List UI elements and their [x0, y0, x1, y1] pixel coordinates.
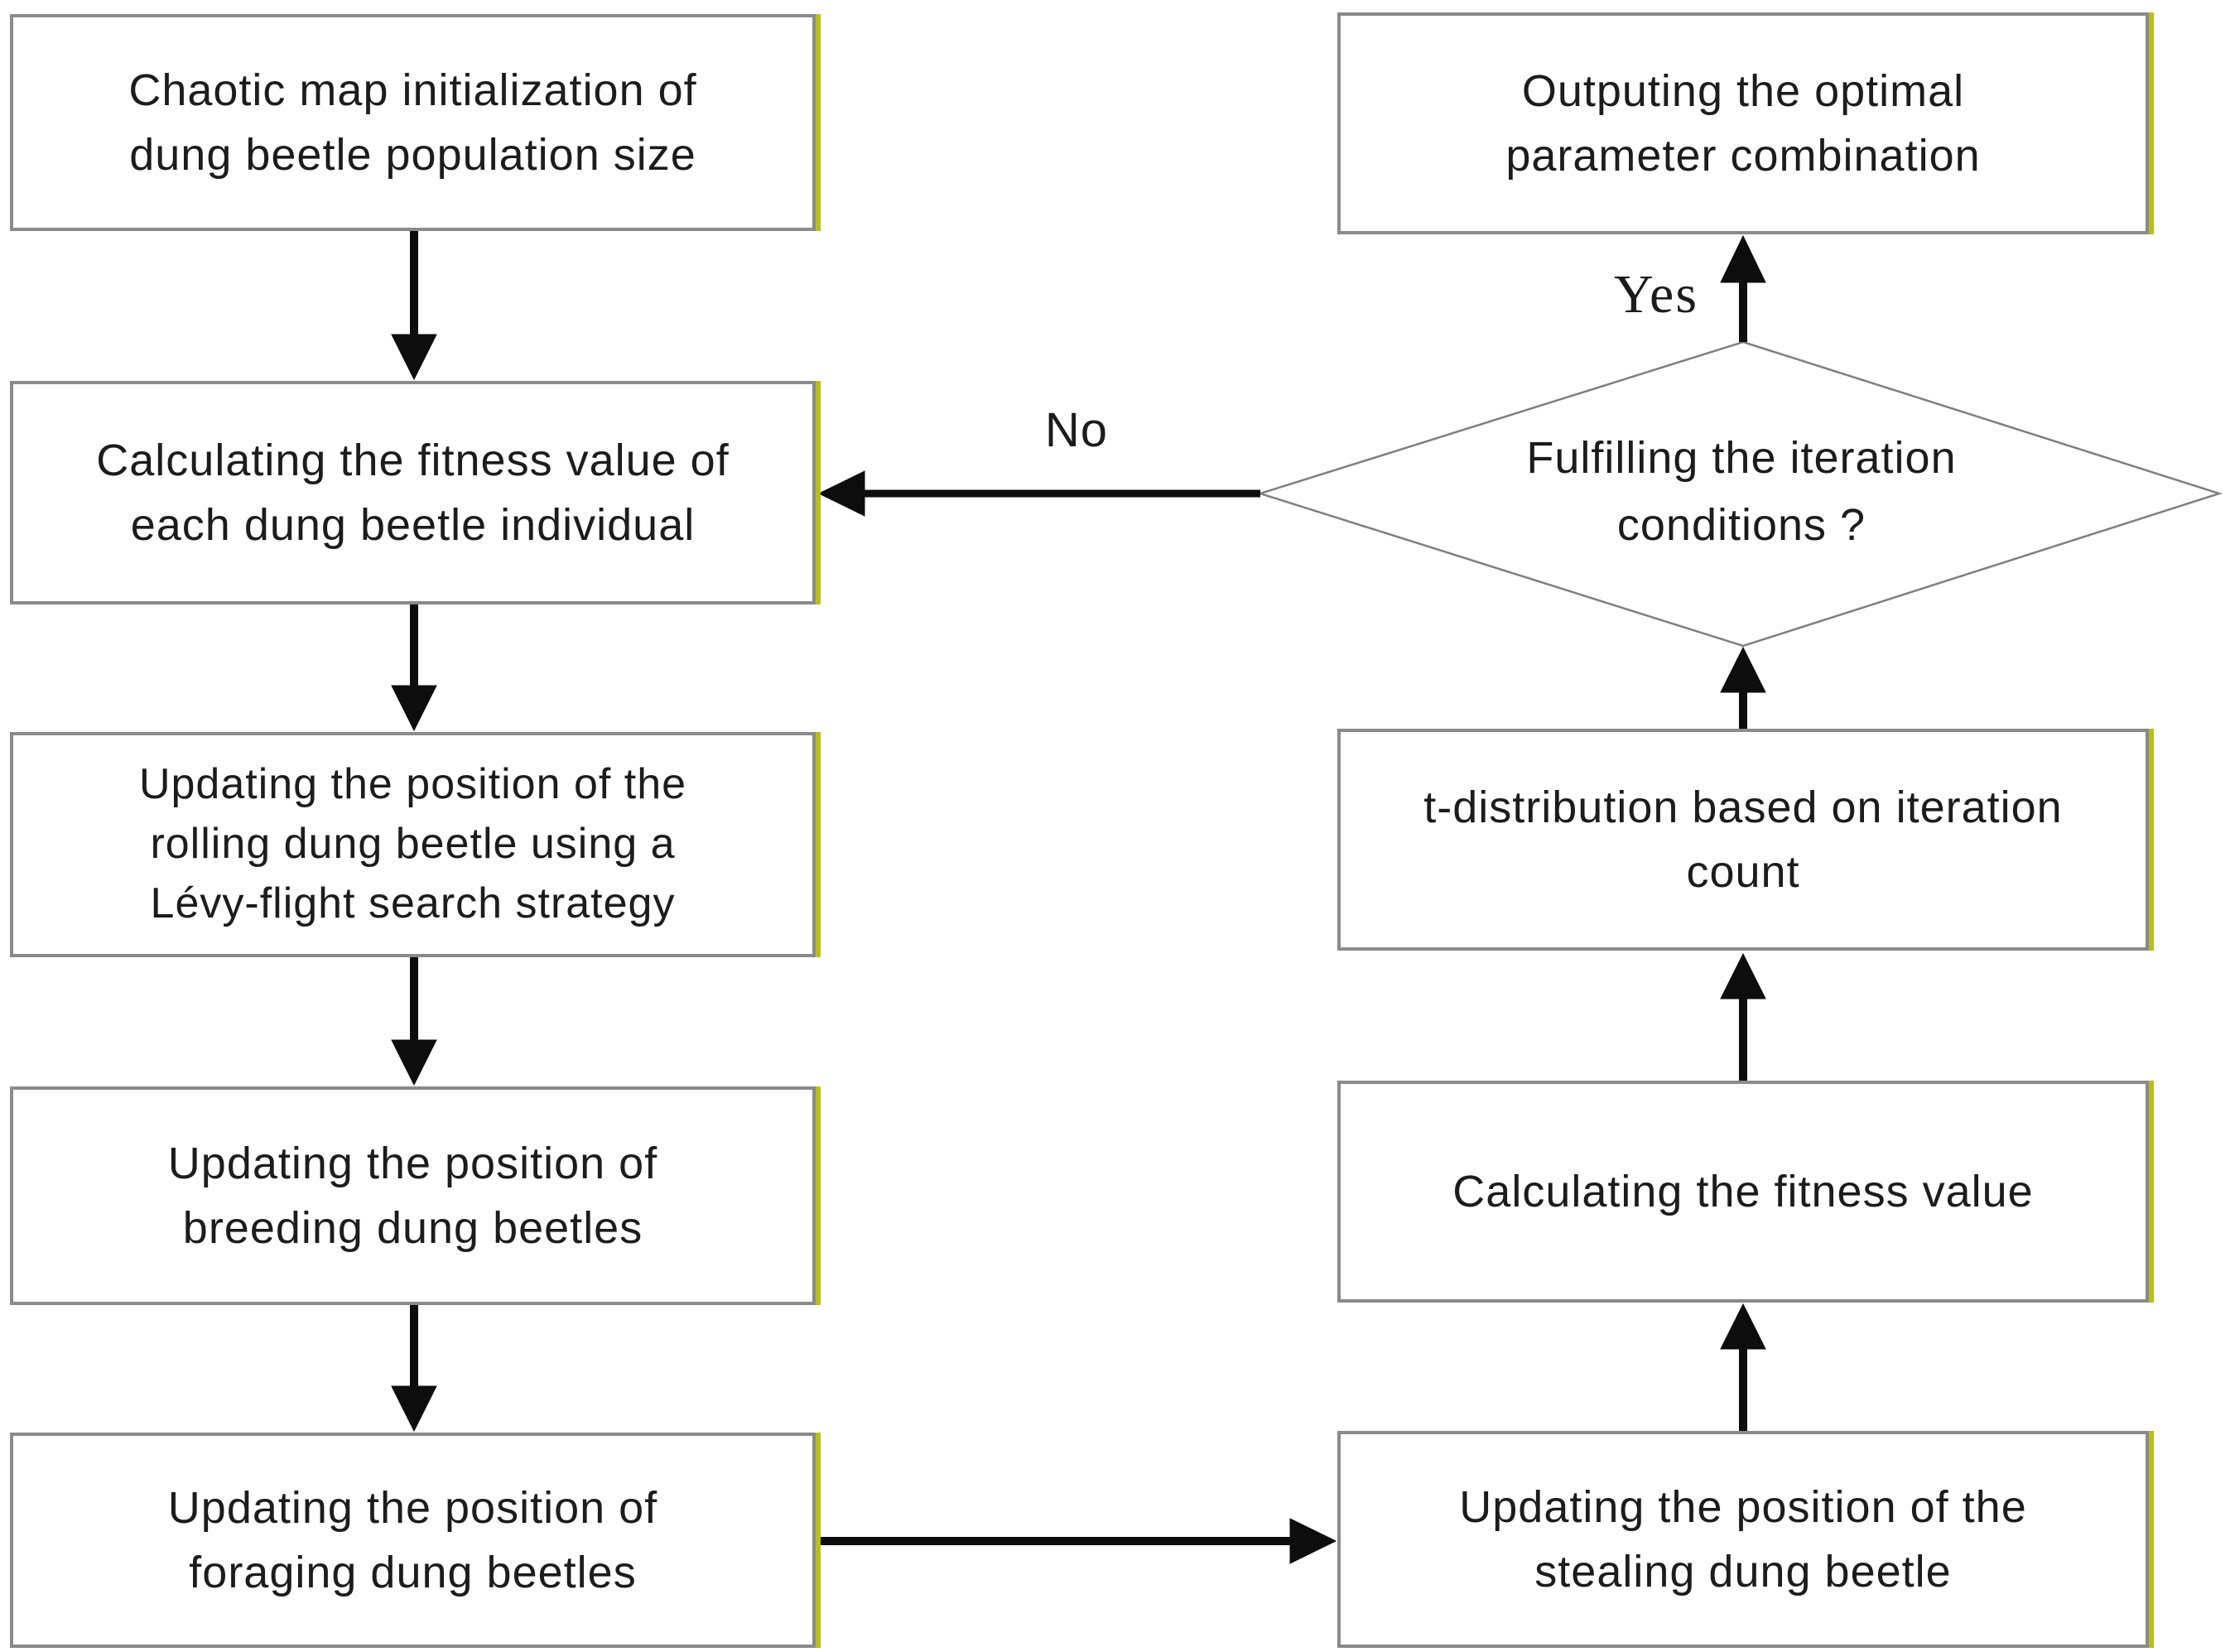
- box-fitness-individual-text: Calculating the fitness value of each du…: [96, 428, 729, 558]
- arrow-breeding-to-foraging: [391, 1305, 437, 1433]
- box-breeding: Updating the position of breeding dung b…: [10, 1086, 816, 1305]
- text-line: Calculating the fitness value: [1452, 1166, 2034, 1216]
- box-fitness-individual: Calculating the fitness value of each du…: [10, 381, 816, 604]
- box-t-distribution: t-distribution based on iteration count: [1337, 729, 2149, 951]
- text-line: Updating the position of: [167, 1138, 658, 1188]
- text-line: Updating the position of the: [1459, 1481, 2027, 1532]
- label-no: No: [1044, 403, 1109, 457]
- box-t-distribution-text: t-distribution based on iteration count: [1423, 775, 2062, 905]
- text-line: t-distribution based on iteration: [1423, 782, 2063, 832]
- box-rolling-levy-text: Updating the position of the rolling dun…: [139, 755, 686, 933]
- text-line: count: [1686, 847, 1800, 897]
- decision-diamond-shape: [1256, 340, 2223, 648]
- box-breeding-text: Updating the position of breeding dung b…: [168, 1131, 657, 1261]
- box-output-optimal-text: Outputing the optimal parameter combinat…: [1505, 59, 1980, 189]
- text-line: each dung beetle individual: [130, 500, 696, 550]
- box-rolling-levy: Updating the position of the rolling dun…: [10, 732, 816, 957]
- arrow-fitnessvalue-to-tdistribution: [1720, 952, 1766, 1081]
- box-fitness-value: Calculating the fitness value: [1337, 1081, 2149, 1303]
- arrow-decision-yes-to-output: [1720, 234, 1766, 342]
- arrow-decision-no-to-fitness: [817, 470, 1260, 517]
- text-line: stealing dung beetle: [1534, 1547, 1952, 1597]
- text-line: rolling dung beetle using a: [150, 820, 676, 869]
- box-foraging-text: Updating the position of foraging dung b…: [168, 1476, 657, 1606]
- text-line: breeding dung beetles: [182, 1203, 643, 1253]
- decision-iteration-label: Fulfilling the iteration conditions ?: [1427, 425, 2056, 559]
- box-stealing: Updating the position of the stealing du…: [1337, 1431, 2149, 1648]
- text-line: parameter combination: [1505, 131, 1981, 181]
- arrow-fitness-to-rolling: [391, 604, 437, 732]
- arrow-stealing-to-fitnessvalue: [1720, 1303, 1766, 1431]
- label-yes: Yes: [1613, 264, 1699, 325]
- arrow-foraging-to-stealing: [816, 1518, 1337, 1564]
- arrow-tdistribution-to-decision: [1720, 646, 1766, 729]
- box-output-optimal: Outputing the optimal parameter combinat…: [1337, 12, 2149, 234]
- arrow-rolling-to-breeding: [391, 957, 437, 1086]
- box-fitness-value-text: Calculating the fitness value: [1452, 1159, 2033, 1224]
- box-foraging: Updating the position of foraging dung b…: [10, 1433, 816, 1648]
- text-line: Lévy-flight search strategy: [150, 879, 676, 927]
- text-line: Calculating the fitness value of: [96, 435, 730, 485]
- text-line: Fulfilling the iteration: [1526, 433, 1957, 483]
- text-line: Outputing the optimal: [1521, 65, 1965, 116]
- text-line: Updating the position of: [167, 1482, 658, 1533]
- text-line: conditions ?: [1616, 500, 1866, 550]
- arrow-init-to-fitness: [391, 229, 437, 381]
- text-line: dung beetle population size: [129, 130, 696, 180]
- box-stealing-text: Updating the position of the stealing du…: [1459, 1475, 2026, 1605]
- text-line: foraging dung beetles: [189, 1548, 637, 1597]
- box-chaotic-init-text: Chaotic map initialization of dung beetl…: [128, 58, 696, 188]
- text-line: Updating the position of the: [138, 760, 687, 809]
- text-line: Chaotic map initialization of: [128, 65, 697, 115]
- box-chaotic-init: Chaotic map initialization of dung beetl…: [10, 14, 816, 231]
